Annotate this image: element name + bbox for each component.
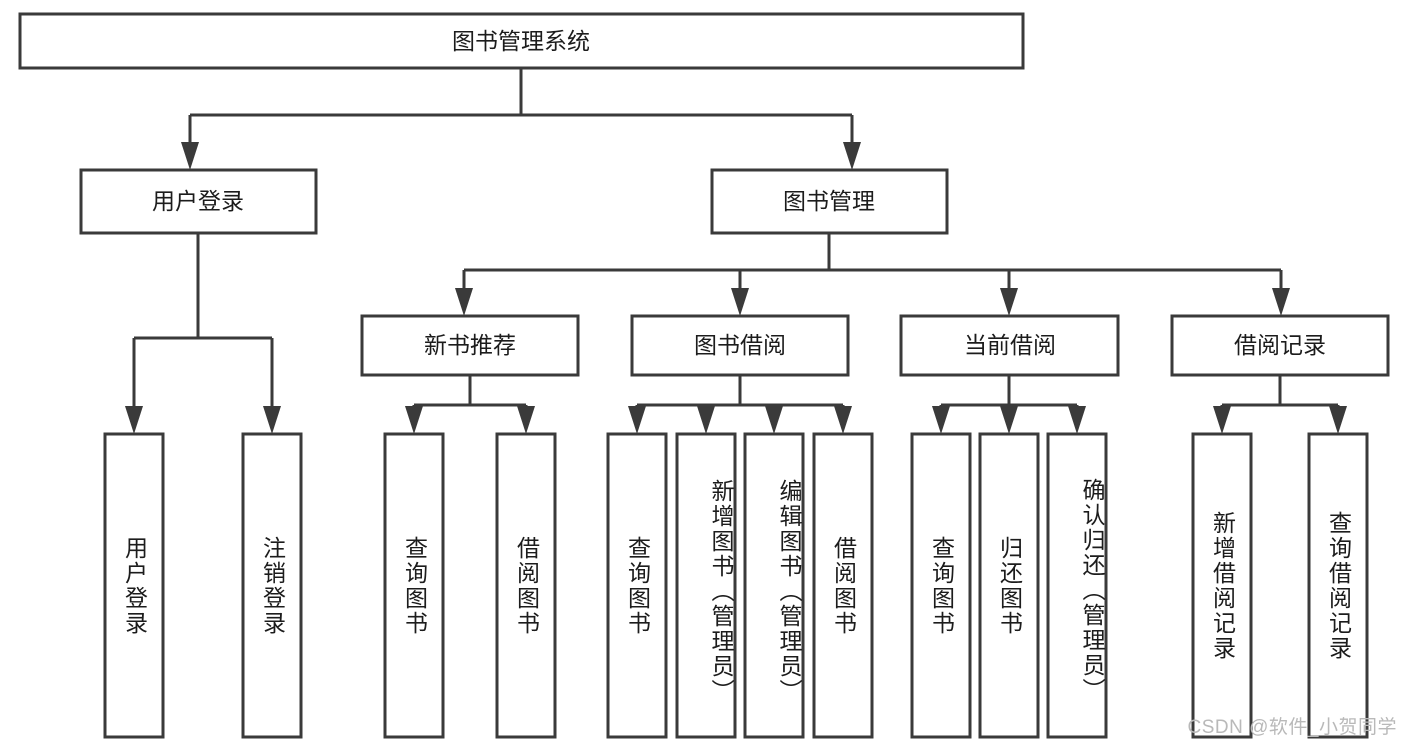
node-leaf-query-book-3[interactable] xyxy=(910,432,972,739)
arrow-head-icon xyxy=(843,142,861,170)
arrow-head-icon xyxy=(1000,288,1018,316)
node-borrow-record[interactable]: 借阅记录 xyxy=(1170,314,1390,377)
node-root-label: 图书管理系统 xyxy=(452,28,590,54)
node-leaf-edit-book[interactable] xyxy=(743,432,805,739)
arrow-head-icon xyxy=(181,142,199,170)
node-root[interactable]: 图书管理系统 xyxy=(18,12,1025,70)
leaf-boxes xyxy=(103,432,1369,739)
node-leaf-query-book-2[interactable] xyxy=(606,432,668,739)
arrow-head-icon xyxy=(1272,288,1290,316)
arrow-head-icon xyxy=(125,406,143,434)
node-leaf-add-book[interactable] xyxy=(675,432,737,739)
arrow-head-icon xyxy=(455,288,473,316)
connector-userlogin-to-leaves xyxy=(125,233,281,434)
arrow-head-icon xyxy=(765,406,783,434)
connector-bookmgmt-to-level3 xyxy=(455,233,1290,316)
node-new-book-recommend-label: 新书推荐 xyxy=(424,332,516,358)
node-leaf-query-record[interactable] xyxy=(1307,432,1369,739)
node-leaf-return-book[interactable] xyxy=(978,432,1040,739)
node-leaf-borrow-book-2[interactable] xyxy=(812,432,874,739)
node-leaf-logout-login[interactable] xyxy=(241,432,303,739)
node-current-borrow[interactable]: 当前借阅 xyxy=(899,314,1120,377)
connector-currentborrow-to-leaves xyxy=(932,375,1086,434)
arrow-head-icon xyxy=(1000,406,1018,434)
arrow-head-icon xyxy=(834,406,852,434)
connector-root-to-level2 xyxy=(181,68,861,170)
connector-newbook-to-leaves xyxy=(405,375,535,434)
connector-borrowrecord-to-leaves xyxy=(1213,375,1347,434)
node-book-borrow[interactable]: 图书借阅 xyxy=(630,314,850,377)
arrow-head-icon xyxy=(697,406,715,434)
arrow-head-icon xyxy=(731,288,749,316)
csdn-watermark: CSDN @软件_小贺同学 xyxy=(1187,717,1397,738)
connector-bookborrow-to-leaves xyxy=(628,375,852,434)
node-borrow-record-label: 借阅记录 xyxy=(1234,332,1326,358)
node-user-login[interactable]: 用户登录 xyxy=(79,168,318,235)
arrow-head-icon xyxy=(1068,406,1086,434)
arrow-head-icon xyxy=(517,406,535,434)
node-new-book-recommend[interactable]: 新书推荐 xyxy=(360,314,580,377)
node-user-login-label: 用户登录 xyxy=(152,188,244,214)
node-leaf-confirm-return[interactable] xyxy=(1046,432,1108,739)
node-leaf-user-login[interactable] xyxy=(103,432,165,739)
node-current-borrow-label: 当前借阅 xyxy=(964,332,1056,358)
arrow-head-icon xyxy=(1329,406,1347,434)
node-book-management[interactable]: 图书管理 xyxy=(710,168,949,235)
node-leaf-query-book-1[interactable] xyxy=(383,432,445,739)
arrow-head-icon xyxy=(405,406,423,434)
arrow-head-icon xyxy=(263,406,281,434)
node-leaf-add-record[interactable] xyxy=(1191,432,1253,739)
node-leaf-borrow-book-1[interactable] xyxy=(495,432,557,739)
node-book-borrow-label: 图书借阅 xyxy=(694,332,786,358)
node-book-management-label: 图书管理 xyxy=(783,188,875,214)
arrow-head-icon xyxy=(932,406,950,434)
arrow-head-icon xyxy=(1213,406,1231,434)
arrow-head-icon xyxy=(628,406,646,434)
